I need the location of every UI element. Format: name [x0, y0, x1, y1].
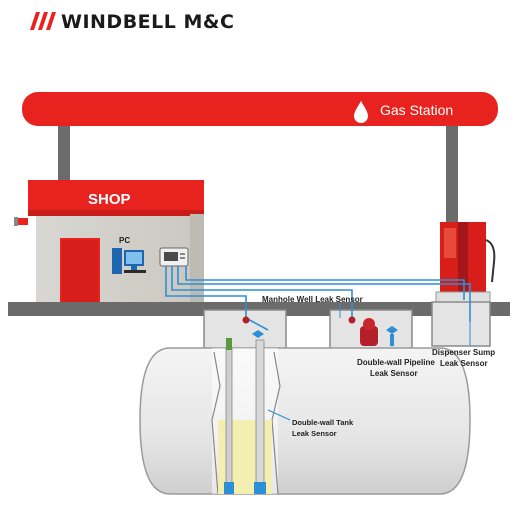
double-wall-tank — [139, 338, 471, 495]
sensor-cables — [165, 266, 471, 331]
shop-label: SHOP — [88, 191, 131, 208]
flag-icon — [14, 217, 28, 226]
pc-label: PC — [119, 236, 130, 245]
manhole-leak-sensor — [242, 316, 264, 338]
pipeline-leak-sensor — [348, 316, 398, 346]
tank-sensor-label-2: Leak Sensor — [292, 429, 337, 438]
canopy — [22, 92, 498, 222]
pipeline-sensor-label-2: Leak Sensor — [370, 369, 418, 378]
brand-name: WINDBELL M&C — [61, 11, 234, 33]
sump-sensor-label-2: Leak Sensor — [440, 359, 488, 368]
manhole-sensor-label: Manhole Well Leak Sensor — [262, 295, 363, 304]
sump-sensor-label-1: Dispenser Sump — [432, 348, 495, 357]
tank-sensor-label-1: Double-wall Tank — [292, 418, 354, 427]
manhole-well-left — [203, 309, 287, 353]
pipeline-sensor-label-1: Double-wall Pipeline — [357, 358, 435, 367]
fuel-dispenser — [435, 222, 496, 303]
label-leaders — [267, 304, 471, 421]
canopy-label: Gas Station — [380, 102, 453, 118]
pc-icon — [112, 248, 146, 274]
fuel-drop-icon — [354, 101, 368, 123]
controller-icon — [159, 247, 189, 267]
windbell-logo-icon — [30, 12, 56, 30]
dispenser-sump — [431, 301, 491, 347]
